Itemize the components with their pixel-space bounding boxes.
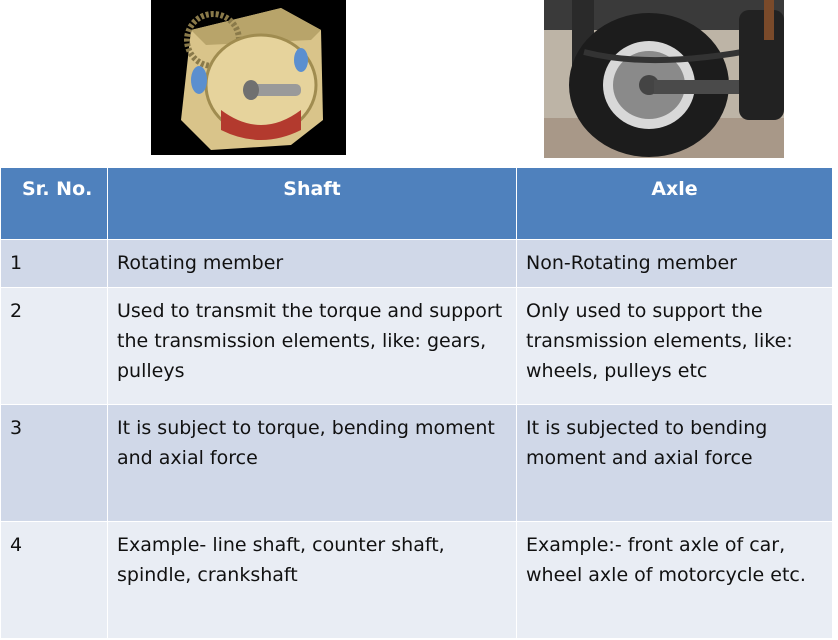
rotary-engine-image <box>151 0 346 155</box>
table-row: 2 Used to transmit the torque and suppor… <box>0 287 833 405</box>
wheel-axle-image <box>544 0 784 158</box>
row-3-axle: It is subjected to bending moment and ax… <box>516 404 833 522</box>
row-3-shaft: It is subject to torque, bending moment … <box>107 404 517 522</box>
header-shaft: Shaft <box>107 167 517 240</box>
row-2-shaft: Used to transmit the torque and support … <box>107 287 517 405</box>
shaft-vs-axle-table: Sr. No. Shaft Axle 1 Rotating member Non… <box>0 167 833 639</box>
row-1-axle: Non-Rotating member <box>516 239 833 288</box>
row-1-shaft: Rotating member <box>107 239 517 288</box>
row-2-sr: 2 <box>0 287 108 405</box>
header-sr-no: Sr. No. <box>0 167 108 240</box>
row-4-sr: 4 <box>0 521 108 639</box>
row-4-axle: Example:- front axle of car, wheel axle … <box>516 521 833 639</box>
row-4-shaft: Example- line shaft, counter shaft, spin… <box>107 521 517 639</box>
row-3-sr: 3 <box>0 404 108 522</box>
row-1-sr: 1 <box>0 239 108 288</box>
table-row: 1 Rotating member Non-Rotating member <box>0 239 833 288</box>
row-2-axle: Only used to support the transmission el… <box>516 287 833 405</box>
table-header-row: Sr. No. Shaft Axle <box>0 167 833 240</box>
table-row: 3 It is subject to torque, bending momen… <box>0 404 833 522</box>
table-row: 4 Example- line shaft, counter shaft, sp… <box>0 521 833 639</box>
header-axle: Axle <box>516 167 833 240</box>
